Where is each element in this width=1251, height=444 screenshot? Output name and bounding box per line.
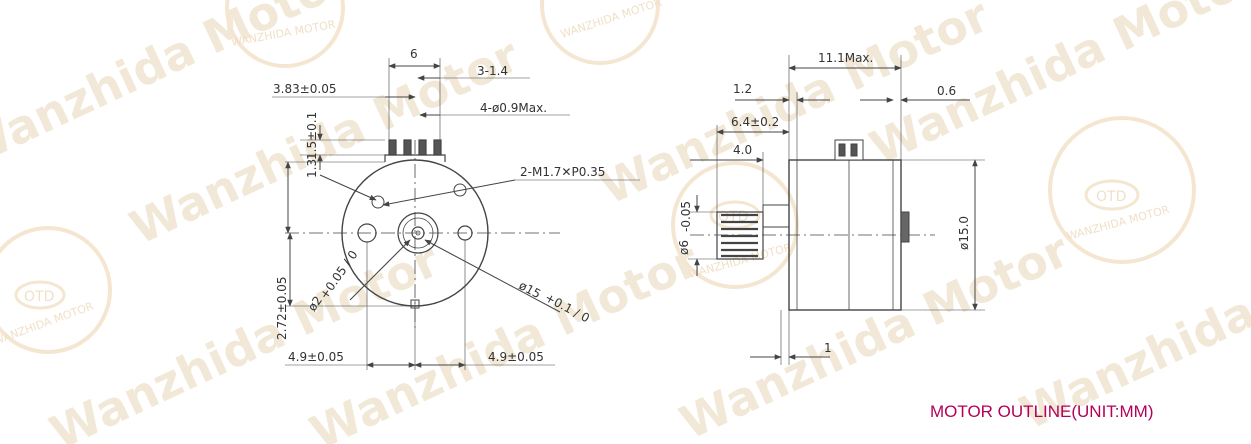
dim-body-dia: ø15.0 — [957, 216, 971, 250]
dim-gear-face: 4.0 — [733, 143, 752, 157]
front-view — [272, 58, 640, 370]
dim-rear: 0.6 — [937, 84, 956, 98]
dim-base: 1 — [824, 341, 832, 355]
badge-logo: OTD — [1096, 189, 1126, 205]
dim-pin-height: 1.5±0.1 — [305, 112, 319, 160]
rear-boss — [900, 211, 910, 243]
dim-left-height: 2.72±0.05 — [275, 277, 289, 341]
terminal-block — [834, 139, 864, 161]
dim-length: 11.1Max. — [818, 51, 873, 65]
mounting-hole — [453, 183, 467, 197]
dim-gear-dia: ø6 — [677, 240, 691, 255]
gear-outline — [397, 212, 439, 254]
dim-holes: 2-M1.7✕P0.35 — [520, 165, 605, 179]
motor-pins — [388, 139, 442, 156]
dim-height: 1.3 — [305, 159, 319, 178]
side-view-dimensions: 11.1Max. 1.2 0.6 6.4±0.2 4.0 ø6 -0.05 ø1… — [677, 51, 971, 355]
dim-offset: 3.83±0.05 — [273, 82, 337, 96]
dim-flange: 1.2 — [733, 82, 752, 96]
watermark-badge: OTD WANZHIDA MOTOR — [0, 226, 112, 354]
side-view — [688, 55, 985, 365]
dim-pins: 4-ø0.9Max. — [480, 101, 547, 115]
motor-top-flange — [384, 154, 446, 162]
watermark-badge: WANZHIDA MOTOR — [540, 0, 664, 65]
badge-arc-text: WANZHIDA MOTOR — [687, 241, 793, 281]
badge-logo: OTD — [24, 289, 54, 305]
dim-bottom-left: 4.9±0.05 — [288, 350, 344, 364]
watermark-badge: OTD WANZHIDA MOTOR — [1048, 116, 1196, 264]
dim-bottom-right: 4.9±0.05 — [488, 350, 544, 364]
mounting-hole — [371, 195, 385, 209]
dim-gear-len: 6.4±0.2 — [731, 115, 779, 129]
dim-body: ø15 — [517, 278, 544, 301]
gear-shaft — [716, 211, 764, 260]
dim-gear-dia-tol: -0.05 — [679, 201, 693, 232]
dim-pin-spacing: 3-1.4 — [477, 64, 508, 78]
shaft-collar — [762, 204, 790, 228]
dim-top-width: 6 — [410, 47, 418, 61]
drawing-caption: MOTOR OUTLINE(UNIT:MM) — [930, 402, 1154, 421]
